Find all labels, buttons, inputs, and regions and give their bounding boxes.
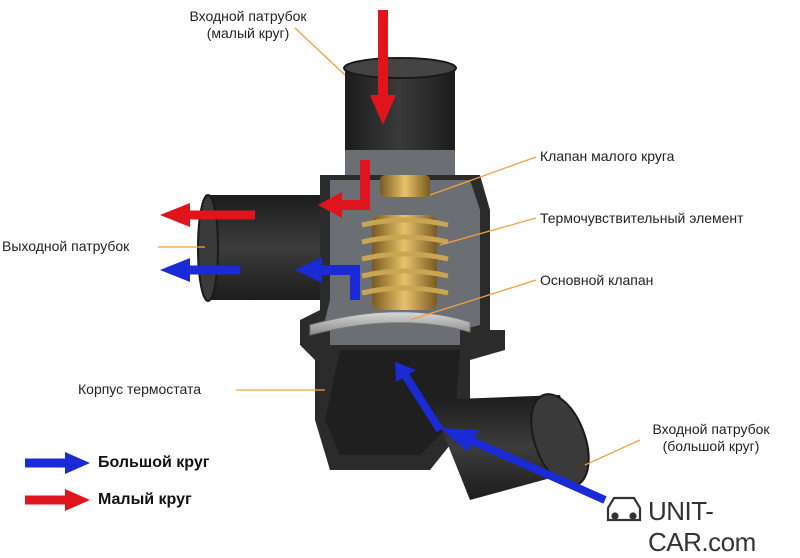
- brand-logo-text: UNIT-CAR.com: [648, 496, 756, 557]
- label-inlet-small-line1: Входной патрубок: [189, 8, 307, 24]
- legend-arrow-big: [25, 452, 90, 474]
- leader-lines: [158, 27, 641, 466]
- label-inlet-small: Входной патрубок (малый круг): [168, 8, 328, 42]
- label-inlet-small-line2: (малый круг): [206, 25, 290, 41]
- label-housing: Корпус термостата: [78, 381, 202, 397]
- label-inlet-big: Входной патрубок (большой круг): [640, 421, 782, 455]
- thermo-element: [361, 215, 449, 310]
- legend-arrow-small: [25, 489, 90, 511]
- label-inlet-big-line2: (большой круг): [662, 438, 760, 454]
- flow-arrow-big-outlet: [160, 258, 240, 282]
- label-outlet: Выходной патрубок: [2, 238, 130, 254]
- legend-small-label: Малый круг: [98, 491, 192, 508]
- label-main-valve: Основной клапан: [540, 272, 654, 288]
- car-icon: [606, 496, 642, 522]
- label-small-valve: Клапан малого круга: [540, 148, 675, 164]
- main-valve: [309, 311, 471, 336]
- inlet-pipe-small: [343, 57, 457, 180]
- small-circle-valve: [380, 175, 430, 197]
- flow-arrow-small-internal: [318, 160, 370, 218]
- legend-big-label: Большой круг: [98, 454, 210, 471]
- label-thermo-element: Термочувствительный элемент: [540, 210, 744, 226]
- flow-arrow-small-outlet: [160, 203, 255, 227]
- flow-arrow-big-internal: [295, 257, 360, 300]
- label-inlet-big-line1: Входной патрубок: [652, 421, 770, 437]
- flow-arrow-small-inlet: [370, 10, 396, 125]
- thermostat-diagram: [25, 10, 642, 522]
- flow-arrow-big-inlet: [395, 362, 607, 504]
